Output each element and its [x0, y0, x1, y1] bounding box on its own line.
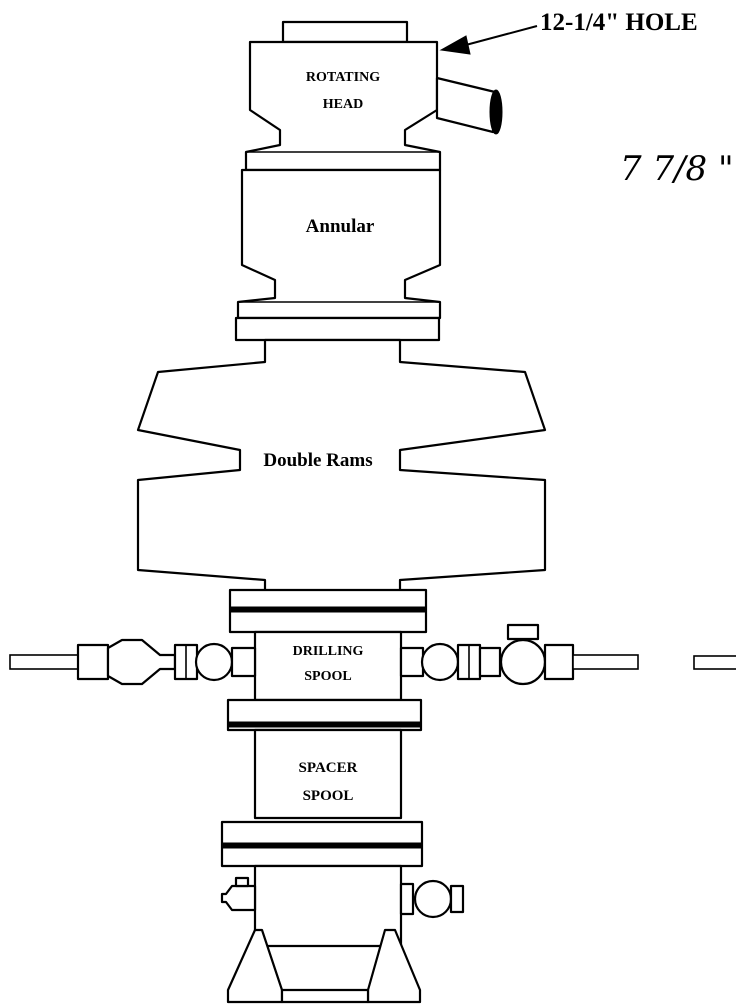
spacer-spool-label-line2: SPOOL — [303, 788, 354, 804]
drilling-spacer-flange — [226, 698, 423, 732]
hole-callout: 12-1/4" HOLE — [439, 9, 698, 55]
detached-pipe-segment — [693, 655, 736, 670]
annular-preventer: Annular — [236, 168, 442, 320]
right-lower-valve — [413, 879, 453, 919]
rotating-head-label-line1: ROTATING — [306, 70, 380, 85]
double-rams-label: Double Rams — [263, 450, 372, 471]
hole-size-label: 12-1/4" HOLE — [540, 9, 698, 36]
left-pipe-end — [9, 654, 79, 670]
right-actuator — [506, 623, 540, 641]
left-gate-valve — [76, 643, 110, 681]
right-pipe-end — [572, 654, 639, 670]
left-lower-valve — [220, 884, 257, 912]
annular-ram-flange — [234, 316, 441, 342]
annular-label: Annular — [306, 216, 375, 237]
right-side-valve-assembly — [399, 623, 639, 686]
left-side-valve-assembly — [9, 638, 257, 686]
ram-spool-flange — [228, 588, 428, 634]
left-ball-valve — [194, 642, 234, 682]
base-plate — [280, 988, 370, 1004]
drilling-spool-label-line2: SPOOL — [304, 669, 351, 684]
lower-flange — [220, 820, 424, 868]
right-ball-valve — [420, 642, 460, 682]
double-rams: Double Rams — [136, 338, 547, 607]
rotating-head-label-line2: HEAD — [323, 97, 363, 112]
handwritten-size-note: 7 7/8 " — [620, 149, 734, 189]
spacer-spool: SPACER SPOOL — [253, 728, 403, 820]
drilling-spool: DRILLING SPOOL — [253, 630, 403, 702]
handwritten-note: 7 7/8 " — [620, 149, 734, 189]
spacer-spool-label-line1: SPACER — [299, 760, 358, 776]
drilling-spool-label-line1: DRILLING — [293, 644, 364, 659]
wellhead-base — [220, 864, 465, 1004]
callout-arrowhead — [439, 35, 471, 55]
right-choke-valve — [499, 638, 547, 686]
